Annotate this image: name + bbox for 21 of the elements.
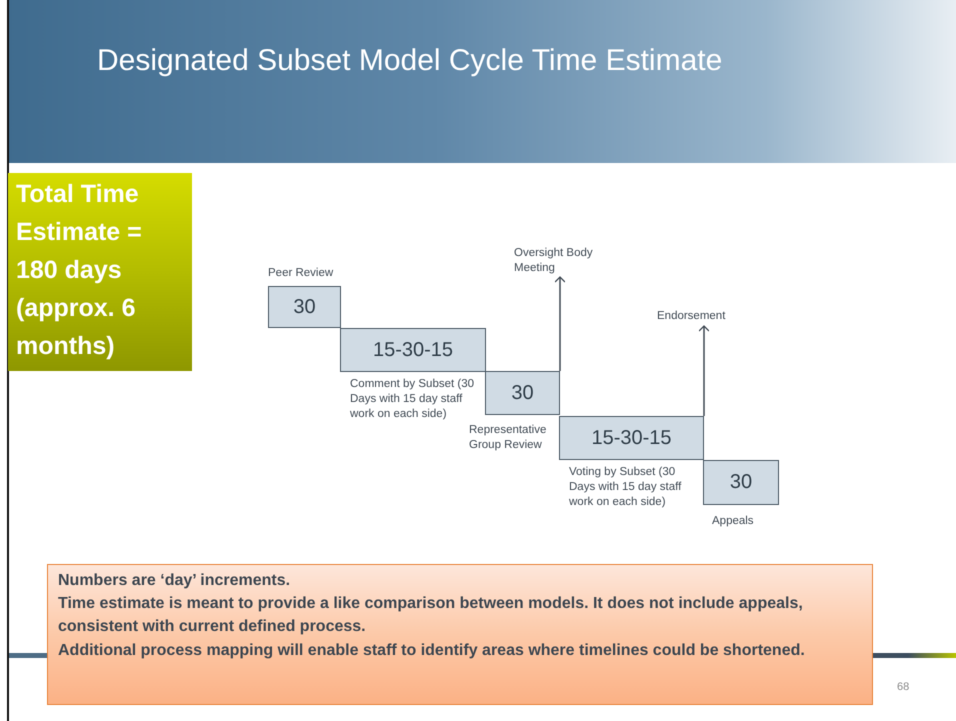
- arrow: [698, 325, 710, 416]
- duration-box: 15-30-15: [559, 416, 704, 460]
- total-estimate-box: Total Time Estimate = 180 days (approx. 6 months): [8, 173, 192, 371]
- notes-box: [47, 564, 873, 705]
- duration-box: 30: [268, 286, 341, 328]
- milestone-label: Oversight Body Meeting: [514, 246, 614, 276]
- step-caption: Representative Group Review: [469, 423, 548, 453]
- note-text: Numbers are ‘day’ increments.: [58, 571, 292, 591]
- page-number: 68: [897, 681, 910, 693]
- step-caption: Appeals: [712, 514, 755, 529]
- duration-box: 30: [485, 371, 560, 415]
- milestone-label: Endorsement: [657, 309, 747, 324]
- step-caption: Peer Review: [268, 266, 334, 281]
- slide-title: Designated Subset Model Cycle Time Estimate: [97, 44, 722, 78]
- step-caption: Comment by Subset (30 Days with 15 day staff work on each side): [350, 377, 475, 422]
- step-caption: Voting by Subset (30 Days with 15 day staff work on each side): [569, 465, 682, 510]
- note-text: Additional process mapping will enable staff to identify areas where timelines could be shortened.: [58, 640, 806, 661]
- duration-box: 30: [703, 460, 779, 505]
- duration-box: 15-30-15: [340, 328, 486, 372]
- arrow: [554, 276, 566, 371]
- note-text: Time estimate is meant to provide a like comparison between models. It does not include appeals, consistent with current defined process.: [58, 594, 804, 638]
